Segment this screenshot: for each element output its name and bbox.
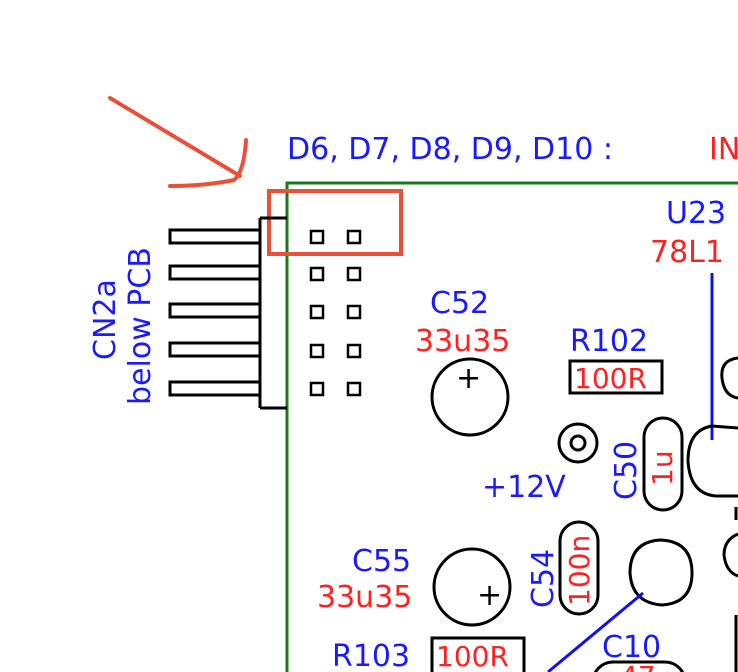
r103-body <box>430 636 526 672</box>
c50-value: 1u <box>646 450 679 486</box>
r102-ref: R102 <box>570 324 648 359</box>
c52-ref: C52 <box>430 286 489 321</box>
connector-note: below PCB <box>123 247 158 405</box>
highlight-box <box>267 189 403 256</box>
r102-body <box>568 359 664 395</box>
test-point-inner <box>569 434 587 452</box>
c55-value: 33u35 <box>317 580 412 615</box>
c55-ref: C55 <box>352 544 411 579</box>
c55-plus: + <box>477 578 502 613</box>
header-pads <box>309 229 362 397</box>
u23-body <box>686 424 738 498</box>
partial-component-right <box>720 356 738 400</box>
c50-ref: C50 <box>609 441 644 500</box>
arrow-annotation-icon <box>108 96 248 188</box>
c54-value: 100n <box>563 535 596 606</box>
transistor-trace <box>547 591 644 672</box>
c10-body <box>593 660 685 672</box>
transistor-body <box>628 538 694 607</box>
partial-arc-right <box>722 532 738 578</box>
u23-value: 78L1 <box>650 235 724 270</box>
c54-ref: C54 <box>526 549 561 608</box>
c10-ref: C10 <box>602 630 661 665</box>
r103-ref: R103 <box>332 639 410 672</box>
c52-value: 33u35 <box>415 324 510 359</box>
net-list-label: D6, D7, D8, D9, D10 : <box>287 132 613 167</box>
connector-cn2a <box>168 216 287 410</box>
connector-ref: CN2a <box>88 279 123 360</box>
c52-plus: + <box>456 361 481 396</box>
r102-value: 100R <box>574 362 647 395</box>
c54-body <box>558 520 600 616</box>
c50-body <box>642 416 684 512</box>
c55-capacitor <box>432 547 512 627</box>
r103-value: 100R <box>436 640 509 672</box>
c52-capacitor <box>430 357 510 437</box>
u23-ref: U23 <box>666 196 726 231</box>
net-list-suffix: IN <box>709 132 738 167</box>
pcb-outline <box>285 181 738 672</box>
supply-label: +12V <box>482 470 566 505</box>
c10-value: 47 <box>620 660 656 672</box>
